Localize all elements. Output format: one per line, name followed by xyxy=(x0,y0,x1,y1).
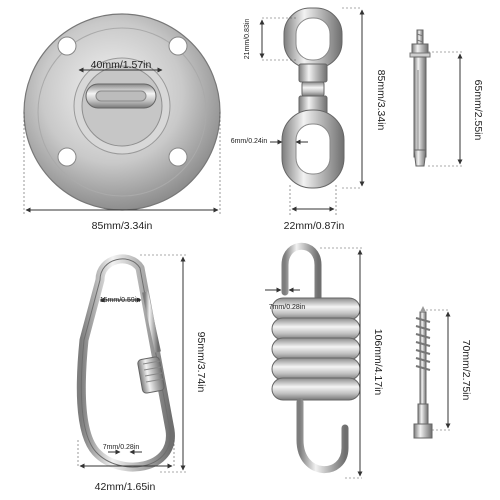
lag-screw xyxy=(413,306,433,439)
extension-spring xyxy=(271,242,361,474)
plate-hole-icon xyxy=(168,36,188,56)
plate-hole-icon xyxy=(57,36,77,56)
spring-wire-dimension: 7mm/0.28in xyxy=(269,304,306,311)
ceiling-plate xyxy=(23,13,221,211)
swivel-width-dimension: 22mm/0.87in xyxy=(284,220,345,232)
swivel-wire-dimension: 6mm/0.24in xyxy=(231,138,268,145)
expansion-bolt xyxy=(409,29,431,167)
bolt-length-dimension: 65mm/2.55in xyxy=(472,80,484,141)
carabiner-gate-dimension: 15mm/0.59in xyxy=(100,297,141,304)
swivel-eye-dimension: 21mm/0.83in xyxy=(244,19,251,60)
plate-hole-dimension: 40mm/1.57in xyxy=(91,59,152,71)
swivel-length-dimension: 85mm/3.34in xyxy=(375,70,387,131)
carabiner xyxy=(76,254,175,472)
carabiner-width-dimension: 42mm/1.65in xyxy=(95,481,156,493)
plate-hole-icon xyxy=(168,147,188,167)
spring-coils xyxy=(271,297,361,401)
plate-hole-icon xyxy=(57,147,77,167)
swivel-hook xyxy=(281,7,345,189)
carabiner-wire-dimension: 7mm/0.28in xyxy=(103,444,140,451)
spring-length-dimension: 106mm/4.17in xyxy=(372,329,384,396)
carabiner-length-dimension: 95mm/3.74in xyxy=(195,332,207,393)
plate-width-dimension: 85mm/3.34in xyxy=(92,220,153,232)
screw-length-dimension: 70mm/2.75in xyxy=(460,340,472,401)
